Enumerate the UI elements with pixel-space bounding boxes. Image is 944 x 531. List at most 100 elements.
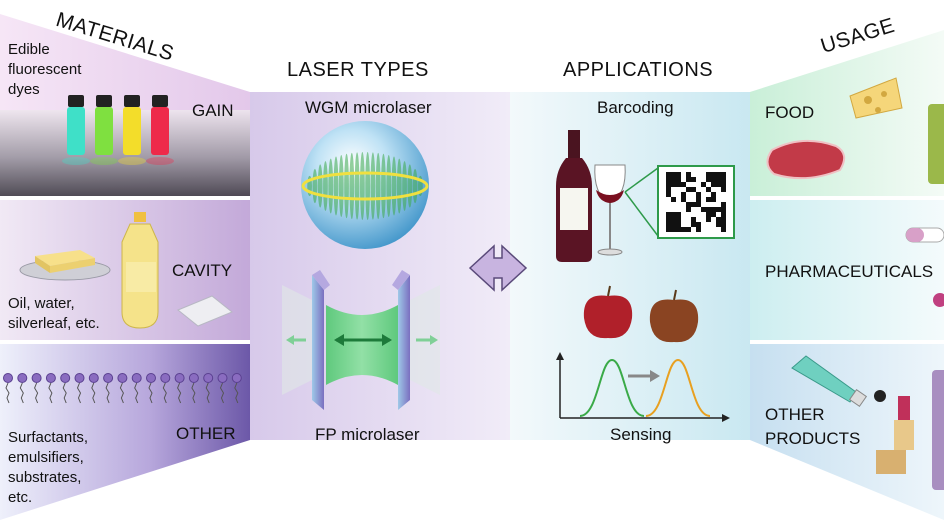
qr-module: [686, 202, 691, 207]
lipstick-icon: [876, 370, 944, 490]
qr-module: [691, 202, 696, 207]
mode-lobe: [391, 156, 397, 216]
surfactant-tail: [76, 382, 82, 404]
mode-lobe: [381, 153, 386, 219]
steak-icon: [766, 139, 846, 180]
tube-icon: [791, 355, 886, 408]
mode-lobe: [328, 158, 334, 214]
qr-module: [721, 217, 726, 222]
caption-line: Edible: [8, 41, 50, 58]
qr-module: [711, 207, 716, 212]
spectrum-plot-icon: [556, 352, 730, 422]
caption-line: Surfactants,: [8, 429, 89, 446]
qr-module: [721, 207, 726, 212]
silverleaf-icon: [177, 295, 233, 327]
surfactant-head: [31, 373, 42, 383]
cavity-caption: Oil, water, silverleaf, etc.: [8, 294, 100, 334]
fp-label: FP microlaser: [315, 425, 420, 444]
surfactant-tail: [191, 382, 196, 404]
food-label: FOOD: [765, 103, 815, 122]
qr-module: [666, 192, 671, 197]
caption-line: dyes: [8, 81, 40, 98]
surfactant-head: [203, 373, 214, 383]
qr-module: [671, 217, 676, 222]
surfactant-head: [74, 373, 85, 383]
qr-module: [716, 217, 721, 222]
surfactant-head: [174, 373, 185, 383]
other-products-line: PRODUCTS: [765, 429, 861, 448]
other-products-line: OTHER: [765, 405, 825, 424]
pharmaceuticals-label: PHARMACEUTICALS: [765, 262, 934, 281]
other-products-label: OTHER PRODUCTS: [765, 403, 860, 451]
qr-module: [701, 182, 706, 187]
surfactant-tail: [177, 382, 182, 404]
qr-module: [671, 222, 676, 227]
qr-module: [676, 182, 681, 187]
qr-module: [711, 192, 716, 197]
barcoding-label: Barcoding: [597, 98, 674, 117]
qr-module: [671, 177, 676, 182]
qr-module: [721, 182, 726, 187]
oil-bottle-icon: [121, 212, 159, 329]
other-material-label: OTHER: [176, 424, 236, 443]
surfactant-tail: [148, 382, 153, 404]
qr-module: [666, 187, 671, 192]
other-material-caption: Surfactants, emulsifiers, substrates, et…: [8, 428, 88, 508]
applications-heading: APPLICATIONS: [563, 59, 714, 81]
qr-module: [721, 177, 726, 182]
surfactant-tail: [234, 382, 239, 404]
qr-module: [671, 182, 676, 187]
surfactant-tail: [62, 382, 67, 404]
qr-module: [706, 212, 711, 217]
surfactant-tail: [205, 382, 210, 404]
qr-module: [686, 207, 691, 212]
qr-module: [666, 182, 671, 187]
qr-module: [671, 197, 676, 202]
qr-module: [721, 187, 726, 192]
qr-module: [686, 177, 691, 182]
qr-module: [696, 197, 701, 202]
qr-module: [681, 192, 686, 197]
mode-lobe: [375, 152, 381, 220]
wine-glass-icon: [594, 164, 626, 256]
surfactant-head: [217, 373, 228, 383]
qr-module: [691, 177, 696, 182]
qr-module: [721, 227, 726, 232]
qr-module: [721, 172, 726, 177]
qr-code-icon: [657, 165, 735, 239]
qr-module: [666, 212, 671, 217]
mode-lobe: [323, 161, 328, 211]
qr-module: [706, 172, 711, 177]
caption-line: silverleaf, etc.: [8, 315, 100, 332]
qr-module: [671, 212, 676, 217]
mode-lobe: [412, 168, 418, 204]
qr-module: [666, 172, 671, 177]
mode-lobe: [370, 152, 376, 220]
qr-module: [721, 212, 726, 217]
surfactant-head: [188, 373, 199, 383]
mode-lobe: [365, 152, 371, 220]
qr-module: [686, 172, 691, 177]
surfactant-tail: [5, 382, 10, 404]
double-arrow-icon: [468, 244, 528, 292]
qr-module: [706, 207, 711, 212]
mode-lobe: [354, 152, 360, 220]
qr-module: [711, 212, 716, 217]
caption-line: substrates,: [8, 469, 82, 486]
surfactant-tail: [105, 382, 110, 404]
surfactant-head: [88, 373, 99, 383]
wgm-label: WGM microlaser: [305, 98, 432, 117]
qr-module: [706, 187, 711, 192]
caption-line: fluorescent: [8, 61, 82, 78]
qr-module: [721, 222, 726, 227]
qr-module: [671, 172, 676, 177]
laser-types-heading: LASER TYPES: [287, 59, 429, 81]
butter-icon: [19, 250, 111, 281]
qr-module: [671, 227, 676, 232]
surfactant-head: [160, 373, 171, 383]
qr-module: [691, 217, 696, 222]
apple-icon: [583, 285, 699, 343]
qr-module: [706, 217, 711, 222]
qr-module: [696, 202, 701, 207]
qr-module: [666, 217, 671, 222]
